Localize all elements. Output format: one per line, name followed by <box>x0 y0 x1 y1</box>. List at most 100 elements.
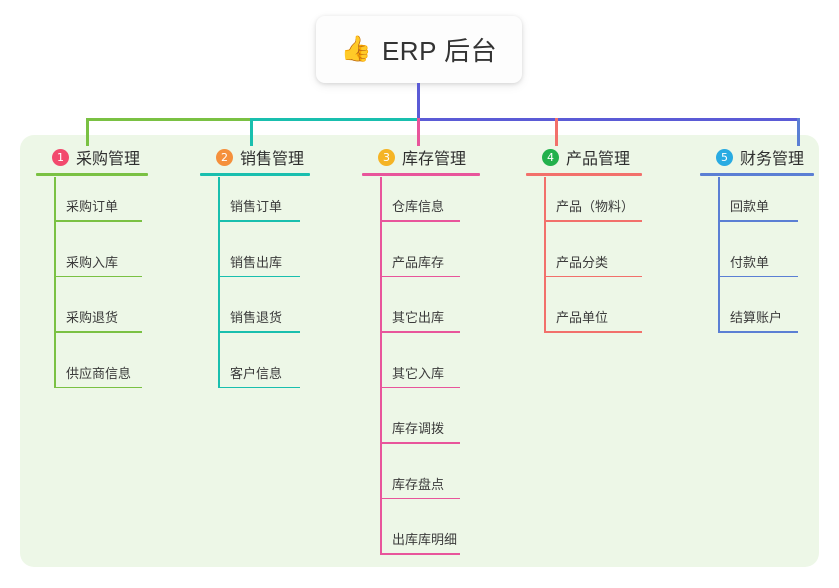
leaf-item-label: 采购订单 <box>66 199 119 214</box>
leaf-item-label: 销售出库 <box>230 254 283 270</box>
column-spine-2 <box>218 177 220 387</box>
leaf-item-rule <box>718 275 798 278</box>
branch-drop-4 <box>555 118 558 146</box>
leaf-item[interactable]: 库存盘点 <box>380 474 460 500</box>
leaf-item-label: 销售订单 <box>230 199 283 214</box>
leaf-item[interactable]: 其它入库 <box>380 363 460 389</box>
column-title-2: 销售管理 <box>240 151 305 168</box>
leaf-item-label: 回款单 <box>730 199 770 214</box>
leaf-item[interactable]: 客户信息 <box>218 363 300 389</box>
leaf-item-rule <box>54 275 142 278</box>
leaf-item-rule <box>544 331 642 333</box>
column-title-5: 财务管理 <box>740 151 805 168</box>
leaf-item-label: 出库库明细 <box>392 532 458 547</box>
leaf-item-label: 付款单 <box>730 254 770 270</box>
leaf-item[interactable]: 产品分类 <box>544 252 642 278</box>
leaf-item-rule <box>380 331 460 333</box>
leaf-item[interactable]: 产品（物料） <box>544 196 642 222</box>
leaf-item[interactable]: 采购入库 <box>54 252 142 278</box>
leaf-item-rule <box>544 275 642 278</box>
leaf-item-label: 其它入库 <box>392 365 445 381</box>
branch-drop-1 <box>86 118 89 146</box>
leaf-item-rule <box>380 275 460 278</box>
column-title-3: 库存管理 <box>402 151 467 168</box>
leaf-item-rule <box>218 275 300 278</box>
leaf-item-rule <box>718 220 798 222</box>
column-rule-1 <box>36 173 148 176</box>
leaf-item-label: 销售退货 <box>230 310 283 325</box>
leaf-item[interactable]: 销售订单 <box>218 196 300 222</box>
leaf-item-label: 其它出库 <box>392 310 445 325</box>
column-header-1[interactable]: 1 采购管理 <box>36 146 148 168</box>
leaf-item-rule <box>380 220 460 222</box>
column-badge-3: 3 <box>378 148 395 166</box>
leaf-item[interactable]: 库存调拨 <box>380 418 460 444</box>
branch-column-5: 5 财务管理回款单付款单结算账户 <box>700 146 814 333</box>
content-panel <box>20 135 819 567</box>
leaf-item[interactable]: 销售出库 <box>218 252 300 278</box>
leaf-item-rule <box>54 220 142 222</box>
column-header-3[interactable]: 3 库存管理 <box>362 146 480 168</box>
branch-column-1: 1 采购管理采购订单采购入库采购退货供应商信息 <box>36 146 148 389</box>
leaf-item-label: 仓库信息 <box>392 199 445 214</box>
branch-drop-3 <box>417 118 420 146</box>
column-rule-2 <box>200 173 310 176</box>
column-spine-5 <box>718 177 720 331</box>
column-badge-4: 4 <box>542 148 559 166</box>
leaf-item-label: 采购退货 <box>66 310 119 325</box>
leaf-item-rule <box>380 442 460 444</box>
leaf-item-label: 采购入库 <box>66 254 119 270</box>
leaf-item[interactable]: 产品库存 <box>380 252 460 278</box>
leaf-item-label: 库存盘点 <box>392 476 445 492</box>
leaf-item-label: 供应商信息 <box>66 365 132 381</box>
bus-segment-3 <box>417 118 799 121</box>
leaf-item-rule <box>544 220 642 222</box>
branch-column-3: 3 库存管理仓库信息产品库存其它出库其它入库库存调拨库存盘点出库库明细 <box>362 146 480 555</box>
leaf-item-rule <box>380 386 460 389</box>
leaf-item-rule <box>218 386 300 389</box>
leaf-item-label: 产品（物料） <box>556 199 635 214</box>
leaf-item[interactable]: 产品单位 <box>544 307 642 333</box>
leaf-item-label: 库存调拨 <box>392 421 445 436</box>
column-header-4[interactable]: 4 产品管理 <box>526 146 642 168</box>
column-badge-5: 5 <box>716 148 733 166</box>
leaf-item[interactable]: 回款单 <box>718 196 798 222</box>
column-spine-3 <box>380 177 382 553</box>
column-header-5[interactable]: 5 财务管理 <box>700 146 814 168</box>
column-rule-4 <box>526 173 642 176</box>
column-spine-4 <box>544 177 546 331</box>
leaf-item[interactable]: 出库库明细 <box>380 529 460 555</box>
leaf-item[interactable]: 销售退货 <box>218 307 300 333</box>
leaf-item-label: 产品库存 <box>392 254 445 270</box>
leaf-item[interactable]: 供应商信息 <box>54 363 142 389</box>
column-spine-1 <box>54 177 56 387</box>
leaf-item[interactable]: 付款单 <box>718 252 798 278</box>
leaf-item-rule <box>218 220 300 222</box>
thumbs-up-icon: 👍 <box>340 35 372 63</box>
root-node-card[interactable]: 👍 ERP 后台 <box>316 16 522 83</box>
column-badge-1: 1 <box>52 148 69 166</box>
leaf-item-rule <box>54 331 142 333</box>
leaf-item[interactable]: 采购订单 <box>54 196 142 222</box>
leaf-item-rule <box>718 331 798 333</box>
bus-segment-1 <box>86 118 252 121</box>
column-rule-5 <box>700 173 814 176</box>
leaf-item-rule <box>380 553 460 555</box>
branch-drop-2 <box>250 118 253 146</box>
leaf-item[interactable]: 其它出库 <box>380 307 460 333</box>
leaf-item-rule <box>54 386 142 389</box>
leaf-item[interactable]: 仓库信息 <box>380 196 460 222</box>
leaf-item-label: 产品单位 <box>556 310 609 325</box>
column-title-4: 产品管理 <box>566 151 631 168</box>
leaf-item-rule <box>380 497 460 500</box>
column-title-1: 采购管理 <box>76 151 141 168</box>
bus-segment-2 <box>250 118 419 121</box>
branch-drop-5 <box>797 118 800 146</box>
branch-column-4: 4 产品管理产品（物料） 产品分类产品单位 <box>526 146 642 333</box>
root-node-title: ERP 后台 <box>381 36 498 66</box>
root-stem-line <box>417 83 420 121</box>
leaf-item[interactable]: 结算账户 <box>718 307 798 333</box>
leaf-item[interactable]: 采购退货 <box>54 307 142 333</box>
